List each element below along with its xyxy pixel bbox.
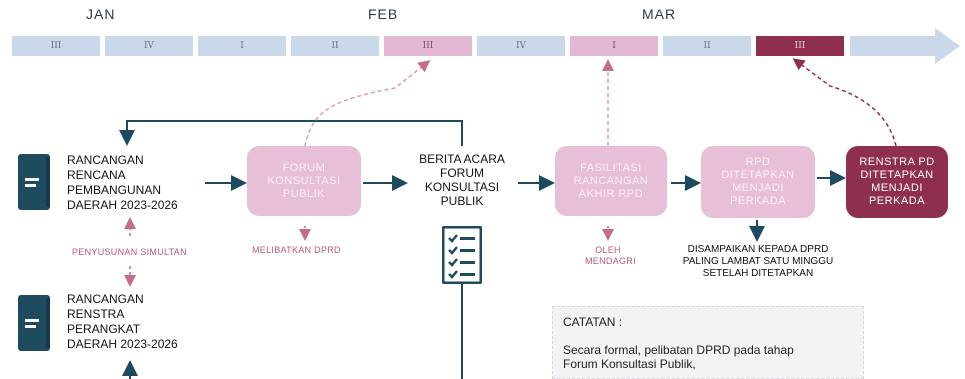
rpd-doc-line: RENCANA [67,168,126,182]
timeline-segment: I [570,36,658,56]
berita-acara-title: BERITA ACARA FORUM KONSULTASI PUBLIK [419,152,505,208]
timeline-segment: IV [477,36,565,56]
note-text: Forum Konsultasi Publik, [563,357,696,371]
loop-line [119,120,463,146]
timeline-segment: III [12,36,100,56]
timeline-segment: IV [105,36,193,56]
timeline-segment: I [198,36,286,56]
rpd-doc-line: DAERAH 2023-2026 [67,198,178,212]
renstra-doc-line: DAERAH 2023-2026 [67,337,178,351]
simultan-label: PENYUSUNAN SIMULTAN [72,247,187,257]
note-box: CATATAN : Secara formal, pelibatan DPRD … [552,306,864,379]
timeline-segment: III [384,36,472,56]
rpd-doc-line: PEMBANGUNAN [67,183,162,197]
timeline-segment: II [291,36,379,56]
note-title: CATATAN : [563,315,623,329]
disampaikan-label: DISAMPAIKAN KEPADA DPRD PALING LAMBAT SA… [682,244,834,279]
forum-konsultasi-box: FORUM KONSULTASI PUBLIK [247,146,361,216]
renstra-doc-line: RENSTRA [67,307,125,321]
melibatkan-label: MELIBATKAN DPRD [252,245,341,255]
checklist-icon [442,226,482,284]
dashed-renstra-link [792,58,897,147]
renstra-doc-title: RANCANGAN RENSTRA PERANGKAT DAERAH 2023-… [67,292,178,352]
timeline-segment: II [663,36,751,56]
month-feb: FEB [368,6,399,22]
note-text: Secara formal, pelibatan DPRD pada tahap [563,343,794,357]
timeline-arrowhead [850,28,960,64]
timeline-segment: III [756,36,844,56]
document-icon [18,295,50,351]
dashed-forum-link [304,60,431,147]
renstra-doc-line: PERANGKAT [67,322,141,336]
rpd-doc-title: RANCANGAN RENCANA PEMBANGUNAN DAERAH 202… [67,153,178,213]
month-mar: MAR [642,6,677,22]
renstra-perkada-box: RENSTRA PD DITETAPKAN MENJADI PERKADA [846,146,948,218]
renstra-doc-line: RANCANGAN [67,292,144,306]
rpd-doc-line: RANCANGAN [67,153,144,167]
oleh-mendagri-label: OLEH MENDAGRI [585,245,636,266]
rpd-perkada-box: RPD DITETAPKAN MENJADI PERKADA [701,146,815,218]
month-jan: JAN [86,6,116,22]
fasilitasi-box: FASILITASI RANCANGAN AKHIR RPD [555,146,667,216]
document-icon [18,154,50,210]
